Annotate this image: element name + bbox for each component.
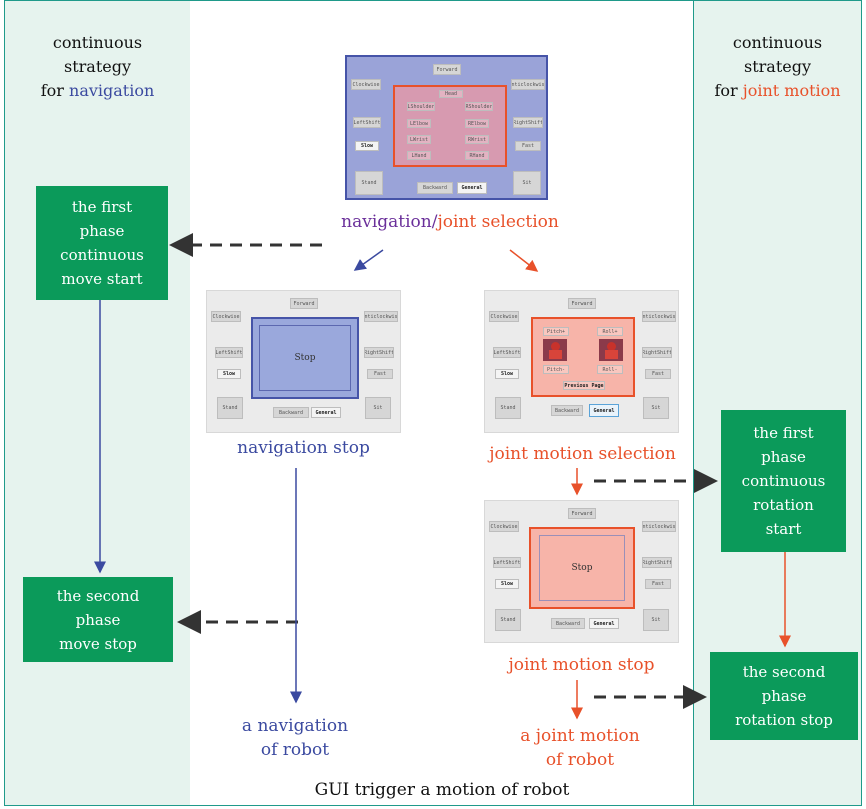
forward-button[interactable]: Forward [568, 508, 596, 519]
forward-button[interactable]: Forward [433, 64, 461, 75]
slow-button[interactable]: Slow [217, 369, 241, 379]
arrow-to-joint-motion-selection [509, 249, 539, 272]
fast-button[interactable]: Fast [645, 579, 671, 589]
navigation-stop-label: navigation stop [237, 438, 370, 458]
gui-selection-screenshot: Forward Clockwise Anticlockwise LeftShif… [345, 55, 548, 200]
stand-button[interactable]: Stand [355, 171, 383, 195]
general-button[interactable]: General [457, 182, 487, 194]
slow-button[interactable]: Slow [495, 579, 519, 589]
clockwise-button[interactable]: Clockwise [489, 521, 519, 532]
rightshift-button[interactable]: RightShift [513, 117, 543, 128]
stop-panel[interactable]: Stop [529, 527, 635, 609]
gui-navigation-stop-screenshot: Forward Clockwise Anticlockwise LeftShif… [206, 290, 401, 433]
gui-joint-motion-stop-screenshot: Forward Clockwise Anticlockwise LeftShif… [484, 500, 679, 643]
robot-image-right [599, 339, 623, 361]
title-highlight: navigation [69, 81, 155, 100]
leftshift-button[interactable]: LeftShift [215, 347, 243, 358]
fast-button[interactable]: Fast [645, 369, 671, 379]
joint-rwrist-button[interactable]: RWrist [465, 135, 489, 144]
joint-lwrist-button[interactable]: LWrist [407, 135, 431, 144]
rightshift-button[interactable]: RightShift [642, 557, 672, 568]
rightshift-button[interactable]: RightShift [364, 347, 394, 358]
backward-button[interactable]: Backward [273, 407, 309, 418]
general-button[interactable]: General [589, 404, 619, 417]
title-highlight: joint motion [742, 81, 841, 100]
backward-button[interactable]: Backward [551, 405, 583, 416]
pitch-plus-button[interactable]: Pitch+ [543, 327, 569, 336]
stop-panel[interactable]: Stop [251, 317, 359, 399]
joint-relbow-button[interactable]: RElbow [465, 119, 489, 128]
stop-label: Stop [571, 563, 593, 573]
joint-lelbow-button[interactable]: LElbow [407, 119, 431, 128]
clockwise-button[interactable]: Clockwise [211, 311, 241, 322]
leftshift-button[interactable]: LeftShift [493, 557, 521, 568]
stop-label: Stop [294, 353, 316, 363]
forward-button[interactable]: Forward [290, 298, 318, 309]
joint-head-button[interactable]: Head [439, 90, 463, 98]
joint-rshoulder-button[interactable]: RShoulder [465, 102, 493, 111]
column-title: continuous strategy for joint motion [714, 33, 841, 100]
joint-motion-stop-label: joint motion stop [508, 655, 655, 675]
footer-caption: GUI trigger a motion of robot [314, 780, 570, 800]
slow-button[interactable]: Slow [495, 369, 519, 379]
clockwise-button[interactable]: Clockwise [489, 311, 519, 322]
anticlockwise-button[interactable]: Anticlockwise [642, 311, 676, 322]
sit-button[interactable]: Sit [643, 397, 669, 419]
selection-label: navigation/joint selection [341, 212, 559, 232]
arrow-to-navigation-stop [353, 249, 384, 271]
general-button[interactable]: General [589, 618, 619, 629]
joint-lshoulder-button[interactable]: LShoulder [407, 102, 435, 111]
fast-button[interactable]: Fast [515, 141, 541, 151]
column-title: continuous strategy for navigation [40, 33, 155, 100]
sit-button[interactable]: Sit [643, 609, 669, 631]
robot-image-left [543, 339, 567, 361]
sit-button[interactable]: Sit [365, 397, 391, 419]
joint-rhand-button[interactable]: RHand [465, 151, 489, 160]
backward-button[interactable]: Backward [417, 182, 453, 194]
stand-button[interactable]: Stand [217, 397, 243, 419]
anticlockwise-button[interactable]: Anticlockwise [364, 311, 398, 322]
roll-minus-button[interactable]: Roll- [597, 365, 623, 374]
navigation-strategy-column: continuous strategy for navigation [4, 0, 191, 806]
joint-motion-panel: Pitch+ Roll+ Pitch- Roll- Previous Page [531, 317, 635, 397]
anticlockwise-button[interactable]: Anticlockwise [642, 521, 676, 532]
slow-button[interactable]: Slow [355, 141, 379, 151]
rightshift-button[interactable]: RightShift [642, 347, 672, 358]
joint-selection-panel: Head LShoulder RShoulder LElbow RElbow L… [393, 85, 507, 167]
general-button[interactable]: General [311, 407, 341, 418]
backward-button[interactable]: Backward [551, 618, 585, 629]
roll-plus-button[interactable]: Roll+ [597, 327, 623, 336]
fast-button[interactable]: Fast [367, 369, 393, 379]
pitch-minus-button[interactable]: Pitch- [543, 365, 569, 374]
forward-button[interactable]: Forward [568, 298, 596, 309]
leftshift-button[interactable]: LeftShift [493, 347, 521, 358]
clockwise-button[interactable]: Clockwise [351, 79, 381, 90]
previous-page-button[interactable]: Previous Page [563, 381, 605, 390]
sit-button[interactable]: Sit [513, 171, 541, 195]
stand-button[interactable]: Stand [495, 397, 521, 419]
joint-motion-selection-label: joint motion selection [489, 444, 676, 464]
joint-lhand-button[interactable]: LHand [407, 151, 431, 160]
stand-button[interactable]: Stand [495, 609, 521, 631]
gui-joint-motion-selection-screenshot: Forward Clockwise Anticlockwise LeftShif… [484, 290, 679, 433]
leftshift-button[interactable]: LeftShift [353, 117, 381, 128]
anticlockwise-button[interactable]: Anticlockwise [511, 79, 545, 90]
